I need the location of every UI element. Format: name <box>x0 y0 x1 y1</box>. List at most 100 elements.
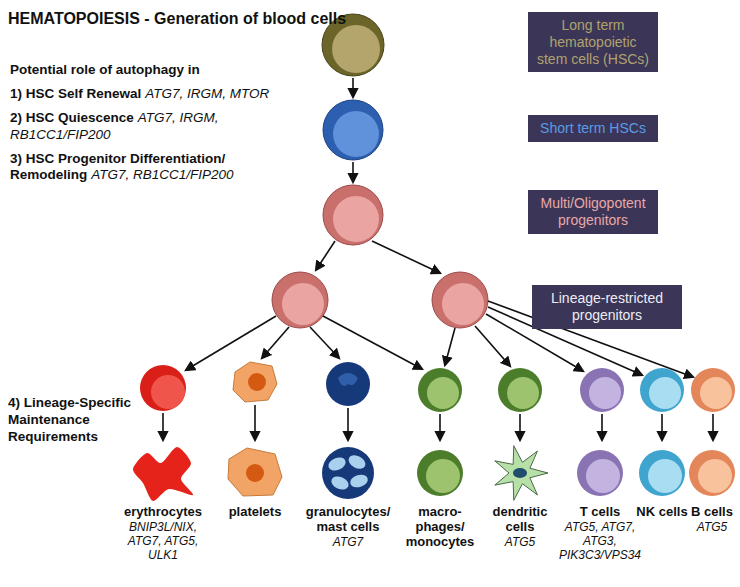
role-label: 4) Lineage-Specific Maintenance Requirem… <box>8 395 131 444</box>
blood-cell: NK cells <box>633 441 691 520</box>
drawing-part <box>262 327 289 358</box>
cell-part <box>495 446 548 501</box>
drawing-part <box>427 377 459 409</box>
cell-part <box>326 455 347 473</box>
cell-part <box>639 450 685 496</box>
cell-part <box>639 450 685 496</box>
drawing-part <box>323 316 422 369</box>
drawing-part <box>432 272 488 328</box>
drawing-part <box>162 413 164 440</box>
stage-box: Lineage-restricted progenitors <box>532 285 682 329</box>
cell-part <box>648 459 682 493</box>
drawing-part <box>347 408 349 440</box>
gene-list: ATG7, RB1CC1/FIP200 <box>91 167 233 182</box>
role-label: 2) HSC Quiescence <box>10 110 134 125</box>
cell-part <box>426 459 460 493</box>
drawing-part <box>442 283 484 325</box>
gene-list: ATG5 <box>687 521 737 535</box>
stage-label: Lineage-restricted progenitors <box>538 290 676 324</box>
gene-list: BNIP3L/NIX, ATG7, ATG5, ULK1 <box>115 521 211 562</box>
cell-drawing <box>404 441 476 505</box>
drawing-part <box>498 368 542 412</box>
list-item: Potential role of autophagy in <box>10 62 315 79</box>
drawing-part <box>475 326 510 366</box>
list-item: 4) Lineage-Specific Maintenance Requirem… <box>8 395 133 446</box>
cell-part <box>586 459 620 493</box>
drawing-part <box>640 368 684 412</box>
cell-drawing <box>219 441 291 505</box>
blood-cell: B cellsATG5 <box>687 441 737 535</box>
drawing-part <box>323 100 383 160</box>
drawing-part <box>186 316 276 370</box>
list-item: 3) HSC Progenitor Differentiation/ Remod… <box>10 151 315 185</box>
cell-part <box>689 450 735 496</box>
stage-label: Multi/Oligopotent progenitors <box>534 195 652 229</box>
cell-part <box>698 459 732 493</box>
stage-label: Long term hematopoietic stem cells (HSCs… <box>534 17 652 67</box>
cell-part <box>228 448 282 496</box>
drawing-part <box>649 377 681 409</box>
drawing-part <box>151 375 185 409</box>
cell-part <box>577 450 623 496</box>
drawing-part <box>352 162 354 182</box>
cell-drawing <box>633 441 691 505</box>
blood-cell: macro- phages/ monocytes <box>404 441 476 550</box>
cell-part <box>246 464 264 482</box>
gene-list: ATG7, IRGM, MTOR <box>145 86 269 101</box>
cell-drawing <box>115 441 211 505</box>
role-label: Potential role of autophagy in <box>10 62 200 77</box>
cell-name: platelets <box>219 505 291 520</box>
drawing-part <box>691 368 735 412</box>
stage-box: Long term hematopoietic stem cells (HSCs… <box>528 12 658 72</box>
drawing-part <box>507 377 539 409</box>
cell-part <box>329 474 350 492</box>
gene-list: ATG5 <box>484 536 556 550</box>
cell-drawing <box>556 441 644 505</box>
drawing-part <box>445 328 455 365</box>
blood-cell: dendritic cellsATG5 <box>484 441 556 550</box>
drawing-part <box>316 241 335 270</box>
title: HEMATOPOIESIS - Generation of blood cell… <box>8 10 346 28</box>
autophagy-list: Potential role of autophagy in 1) HSC Sel… <box>10 62 315 191</box>
cell-part <box>322 447 374 499</box>
drawing-part <box>233 362 277 402</box>
drawing-part <box>332 25 380 73</box>
cell-name: B cells <box>687 505 737 520</box>
role-label: 1) HSC Self Renewal <box>10 86 141 101</box>
cell-part <box>346 452 368 471</box>
drawing-part <box>326 362 370 406</box>
cell-part <box>322 447 374 499</box>
drawing-part <box>140 365 186 411</box>
cell-part <box>689 450 735 496</box>
cell-drawing <box>687 441 737 505</box>
drawing-part <box>439 414 441 440</box>
drawing-part <box>519 414 521 440</box>
cell-part <box>577 450 623 496</box>
cell-name: erythrocytes <box>115 505 211 520</box>
drawing-part <box>282 283 324 325</box>
cell-part <box>349 473 370 490</box>
drawing-part <box>589 377 621 409</box>
cell-part <box>495 446 548 501</box>
cell-part <box>133 447 193 501</box>
gene-list: ATG5, ATG7, ATG3, PIK3C3/VPS34 <box>556 521 644 562</box>
drawing-part <box>338 373 358 386</box>
cell-part <box>417 450 463 496</box>
drawing-part <box>163 78 713 440</box>
cell-part <box>513 468 527 478</box>
drawing-part <box>661 414 663 440</box>
stage-label: Short term HSCs <box>534 120 652 137</box>
cell-name: dendritic cells <box>484 505 556 535</box>
drawing-part <box>601 414 603 440</box>
cell-name: macro- phages/ monocytes <box>404 505 476 550</box>
drawing-part <box>418 368 462 412</box>
drawing-part <box>323 185 383 245</box>
cell-name: T cells <box>556 505 644 520</box>
cell-part <box>417 450 463 496</box>
cell-part <box>228 448 282 496</box>
cell-name: NK cells <box>633 505 691 520</box>
drawing-part <box>580 368 624 412</box>
drawing-part <box>712 414 714 440</box>
stage-box: Multi/Oligopotent progenitors <box>528 190 658 234</box>
drawing-part <box>333 111 379 157</box>
